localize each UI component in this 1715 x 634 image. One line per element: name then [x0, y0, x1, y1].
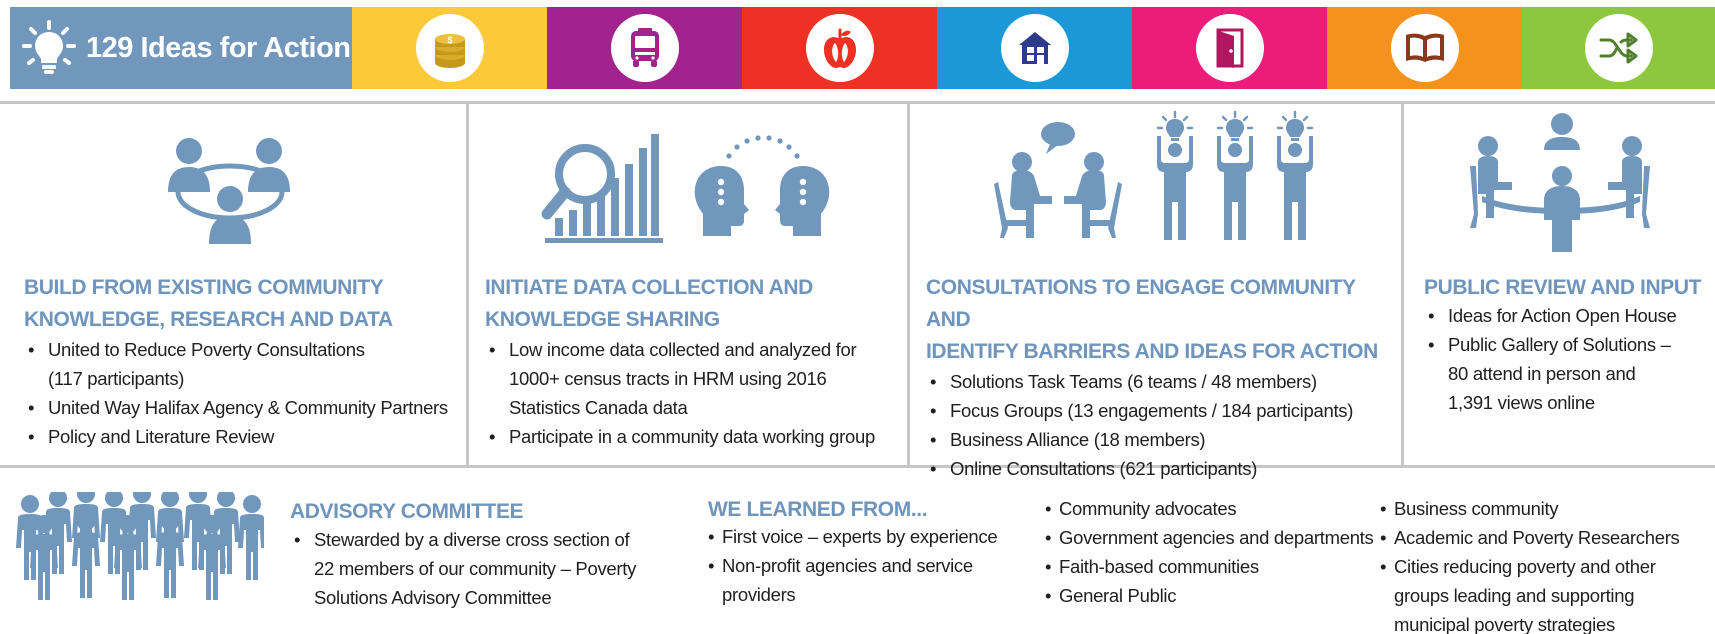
divider-col-1: [466, 103, 469, 467]
list-item: Solutions Task Teams (6 teams / 48 membe…: [926, 367, 1401, 396]
list-item: Academic and Poverty Researchers: [1380, 523, 1710, 552]
apple-icon: [820, 26, 860, 70]
theme-band: 129 Ideas for Action $: [10, 7, 1715, 89]
divider-middle: [0, 465, 1715, 468]
conversation-icon: [994, 120, 1124, 244]
lightbulb-icon: [22, 19, 76, 77]
divider-top: [0, 101, 1715, 104]
stage-consultations: CONSULTATIONS TO ENGAGE COMMUNITY AND ID…: [910, 106, 1401, 483]
stage-bullet-list: Low income data collected and analyzed f…: [485, 335, 875, 451]
list-item: Public Gallery of Solutions – 80 attend …: [1424, 330, 1701, 417]
list-item: Ideas for Action Open House: [1424, 301, 1701, 330]
theme-tile-transit: [547, 7, 742, 89]
theme-tile-money: $: [352, 7, 547, 89]
learned-from: WE LEARNED FROM... First voice – experts…: [708, 494, 1038, 609]
divider-col-2: [907, 103, 910, 467]
heads-sharing-icon: [691, 124, 833, 242]
list-item: Stewarded by a diverse cross section of …: [290, 525, 670, 612]
list-item: Business community: [1380, 494, 1710, 523]
stage-bullet-list: Solutions Task Teams (6 teams / 48 membe…: [926, 367, 1401, 483]
list-item: Focus Groups (13 engagements / 184 parti…: [926, 396, 1401, 425]
stage-bullet-list: United to Reduce Poverty Consultations (…: [24, 335, 448, 451]
stage-bullet-list: Ideas for Action Open House Public Galle…: [1424, 301, 1701, 417]
house-icon: [1016, 29, 1054, 67]
meeting-table-icon: [1466, 110, 1656, 252]
learned-list-3: Business community Academic and Poverty …: [1380, 494, 1710, 634]
stage-data-collection: INITIATE DATA COLLECTION AND KNOWLEDGE S…: [469, 106, 907, 466]
learned-list-2: Community advocates Government agencies …: [1045, 494, 1375, 610]
book-icon: [1403, 30, 1447, 66]
stage-heading: CONSULTATIONS TO ENGAGE COMMUNITY AND ID…: [926, 276, 1378, 363]
list-item: Non-profit agencies and service provider…: [708, 551, 1038, 609]
theme-tile-food: [742, 7, 937, 89]
door-icon: [1212, 27, 1248, 69]
theme-tile-housing: [937, 7, 1132, 89]
theme-tile-change: [1522, 7, 1715, 89]
list-item: Participate in a community data working …: [485, 422, 875, 451]
list-item: United Way Halifax Agency & Community Pa…: [24, 393, 448, 422]
learned-heading: WE LEARNED FROM...: [708, 498, 928, 521]
coins-icon: $: [430, 27, 470, 69]
bus-icon: [625, 27, 665, 69]
stage-community-knowledge: BUILD FROM EXISTING COMMUNITY KNOWLEDGE,…: [0, 106, 466, 466]
list-item: General Public: [1045, 581, 1375, 610]
stage-heading: BUILD FROM EXISTING COMMUNITY KNOWLEDGE,…: [24, 276, 393, 331]
magnifier-chart-icon: [541, 134, 667, 246]
stage-heading: PUBLIC REVIEW AND INPUT: [1424, 276, 1702, 299]
svg-text:$: $: [447, 35, 452, 45]
list-item: Low income data collected and analyzed f…: [485, 335, 875, 422]
theme-tile-access: [1132, 7, 1327, 89]
shuffle-icon: [1597, 28, 1641, 68]
stage-public-review: PUBLIC REVIEW AND INPUT Ideas for Action…: [1404, 106, 1715, 466]
list-item: Faith-based communities: [1045, 552, 1375, 581]
theme-tile-education: [1327, 7, 1522, 89]
learned-list-1: First voice – experts by experience Non-…: [708, 522, 1038, 609]
list-item: Community advocates: [1045, 494, 1375, 523]
list-item: Government agencies and departments: [1045, 523, 1375, 552]
list-item: Policy and Literature Review: [24, 422, 448, 451]
divider-col-3: [1401, 103, 1404, 467]
ideas-people-icon: [1150, 110, 1320, 244]
advisory-bullet-list: Stewarded by a diverse cross section of …: [290, 525, 670, 612]
advisory-committee: ADVISORY COMMITTEE Stewarded by a divers…: [290, 496, 670, 612]
list-item: Cities reducing poverty and other groups…: [1380, 552, 1710, 634]
brand-block: 129 Ideas for Action: [10, 7, 352, 89]
advisory-heading: ADVISORY COMMITTEE: [290, 500, 524, 523]
list-item: First voice – experts by experience: [708, 522, 1038, 551]
list-item: Business Alliance (18 members): [926, 425, 1401, 454]
stage-heading: INITIATE DATA COLLECTION AND KNOWLEDGE S…: [485, 276, 813, 331]
list-item: Online Consultations (621 participants): [926, 454, 1401, 483]
people-network-icon: [166, 134, 294, 256]
group-crowd-icon: [16, 492, 264, 610]
page-title: 129 Ideas for Action: [86, 31, 351, 64]
list-item: United to Reduce Poverty Consultations (…: [24, 335, 448, 393]
